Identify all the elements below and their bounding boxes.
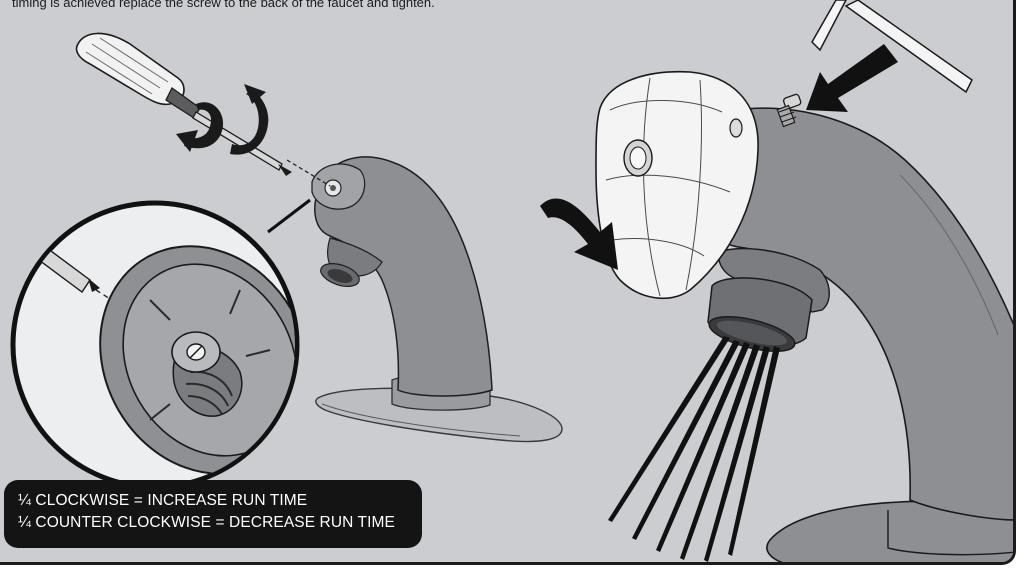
rotate-arrows-icon [176, 84, 269, 155]
illustration [10, 0, 1013, 562]
instruction-panel: timing is achieved replace the screw to … [0, 0, 1016, 565]
callout-line-clockwise: ¼ CLOCKWISE = INCREASE RUN TIME [18, 492, 308, 509]
screwdriver-icon [75, 32, 292, 176]
magnifier-detail [10, 200, 300, 490]
callout-line-counterclockwise: ¼ COUNTER CLOCKWISE = DECREASE RUN TIME [18, 514, 395, 531]
curved-arrow-icon [540, 198, 618, 270]
screw-icon [776, 93, 802, 128]
water-streams [608, 336, 780, 562]
top-caption: timing is achieved replace the screw to … [12, 0, 435, 10]
left-faucet [311, 156, 563, 443]
run-time-callout: ¼ CLOCKWISE = INCREASE RUN TIME ¼ COUNTE… [4, 480, 422, 548]
right-faucet [608, 107, 1013, 562]
push-arrow-icon [806, 44, 898, 112]
sensor-cover [595, 70, 759, 300]
hex-key-icon [811, 0, 973, 94]
